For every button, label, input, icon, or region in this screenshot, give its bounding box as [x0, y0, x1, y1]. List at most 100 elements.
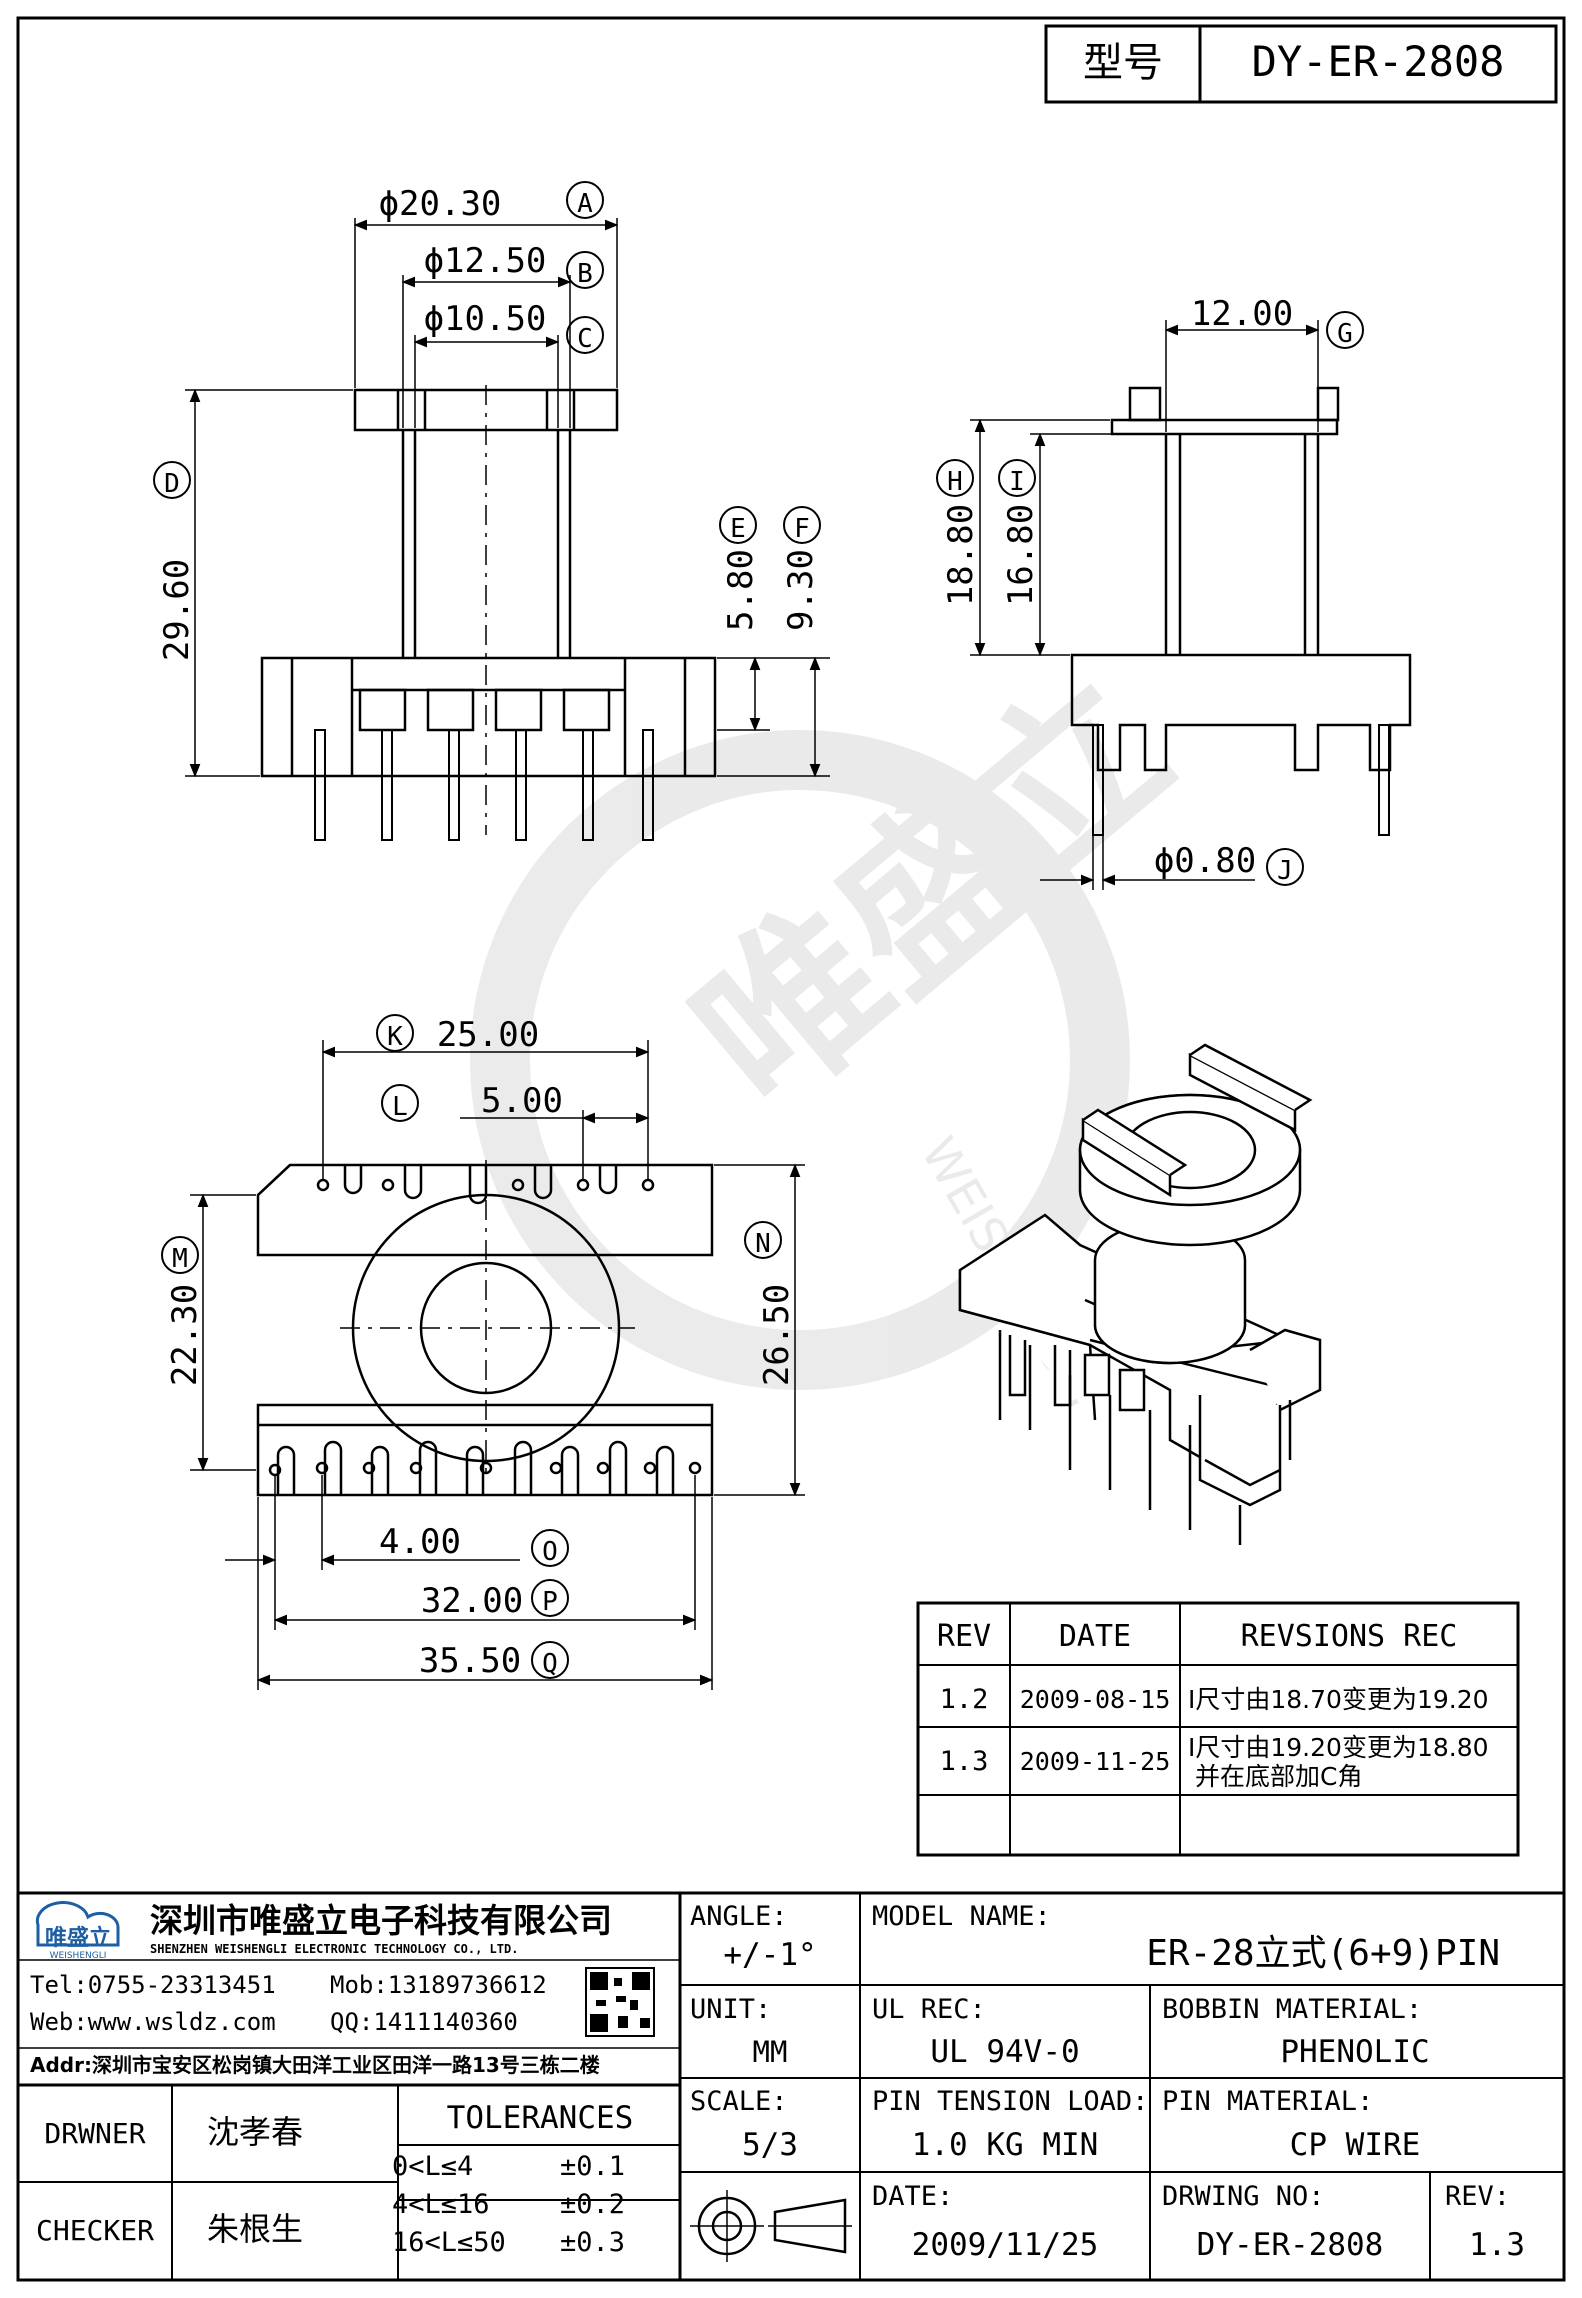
rev-value: 1.3 — [1469, 2227, 1525, 2263]
dim-H-value: 18.80 — [941, 504, 981, 606]
dim-M-value: 22.30 — [165, 1284, 205, 1386]
sheet-border — [16, 16, 1566, 2282]
dim-O-value: 4.00 — [379, 1522, 461, 1562]
dim-F-value: 9.30 — [781, 549, 821, 631]
dim-B-balloon — [566, 251, 604, 289]
company-addr: Addr:深圳市宝安区松岗镇大田洋工业区田洋一路13号三栋二楼 — [30, 2053, 600, 2077]
model-name-value: ER-28立式(6+9)PIN — [1146, 1933, 1500, 1974]
dim-K-letter: K — [387, 1022, 403, 1052]
dim-A-balloon — [566, 181, 604, 219]
dim-I-value: 16.80 — [1001, 504, 1041, 606]
model-header: 型号 DY-ER-2808 — [1044, 24, 1558, 104]
drawing-no-value: DY-ER-2808 — [1197, 2227, 1384, 2263]
ul-label: UL REC: — [872, 1994, 986, 2025]
dim-O-balloon — [531, 1529, 569, 1567]
company-qq: QQ:1411140360 — [330, 2008, 518, 2036]
dim-P-value: 32.00 — [421, 1581, 523, 1621]
dim-G-value: 12.00 — [1191, 294, 1293, 334]
dim-D-value: 29.60 — [157, 559, 197, 661]
dim-D-letter: D — [164, 469, 180, 499]
rev-row-0-rec: I尺寸由18.70变更为19.20 — [1188, 1685, 1489, 1714]
rev-header-date: DATE — [1059, 1619, 1131, 1654]
rev-row-0-date: 2009-08-15 — [1020, 1685, 1171, 1714]
rev-row-1-date: 2009-11-25 — [1020, 1747, 1171, 1776]
dim-Q-value: 35.50 — [419, 1641, 521, 1681]
dim-P-letter: P — [542, 1587, 558, 1617]
dim-I-letter: I — [1009, 467, 1025, 497]
pin-material-value: CP WIRE — [1290, 2127, 1421, 2163]
dim-C-value: ϕ10.50 — [424, 299, 547, 339]
bottom-view — [190, 1040, 805, 1690]
dim-Q-letter: Q — [542, 1649, 558, 1679]
dim-C-balloon — [566, 316, 604, 354]
checker-name: 朱根生 — [207, 2210, 303, 2248]
dim-B-letter: B — [577, 259, 593, 289]
unit-label: UNIT: — [690, 1994, 771, 2025]
company-logo: 唯盛立 WEISHENGLI — [35, 1901, 120, 1961]
bobbin-label: BOBBIN MATERIAL: — [1162, 1994, 1422, 2025]
signature-block: DRWNER 沈孝春 CHECKER 朱根生 TOLERANCES 0<L≤4 … — [36, 2100, 633, 2258]
tol-0-range: 0<L≤4 — [392, 2151, 473, 2182]
rev-row-0-rev: 1.2 — [940, 1684, 989, 1715]
dim-B-value: ϕ12.50 — [424, 241, 547, 281]
dim-L-balloon — [381, 1084, 419, 1122]
dim-M-letter: M — [172, 1244, 188, 1274]
bottom-view-labels: K 25.00 L 5.00 M 22.30 N 26.50 4.00 O 32… — [161, 1014, 797, 1681]
rev-header-rec: REVSIONS REC — [1241, 1619, 1458, 1654]
dim-E-value: 5.80 — [721, 549, 761, 631]
pin-tension-value: 1.0 KG MIN — [912, 2127, 1099, 2163]
dim-K-value: 25.00 — [437, 1015, 539, 1055]
pin-tension-label: PIN TENSION LOAD: — [872, 2086, 1148, 2117]
tol-1-value: ±0.2 — [560, 2189, 625, 2220]
scale-value: 5/3 — [742, 2127, 798, 2163]
side-view-labels: 12.00 G H 18.80 I 16.80 ϕ0.80 J — [936, 294, 1364, 886]
date-label: DATE: — [872, 2181, 953, 2212]
dim-F-letter: F — [794, 514, 810, 544]
angle-label: ANGLE: — [690, 1901, 788, 1932]
dim-Q-balloon — [531, 1641, 569, 1679]
pin-material-label: PIN MATERIAL: — [1162, 2086, 1373, 2117]
rev-row-1-rec-line1: I尺寸由19.20变更为18.80 — [1188, 1733, 1489, 1762]
projection-symbol-icon — [690, 2190, 852, 2262]
scale-label: SCALE: — [690, 2086, 788, 2117]
dim-A-letter: A — [577, 189, 593, 219]
model-name-label: MODEL NAME: — [872, 1901, 1051, 1932]
company-mob: Mob:13189736612 — [330, 1971, 547, 1999]
checker-label: CHECKER — [36, 2214, 154, 2247]
unit-value: MM — [753, 2035, 788, 2069]
logo-text: 唯盛立 — [45, 1925, 111, 1951]
company-info: 唯盛立 WEISHENGLI 深圳市唯盛立电子科技有限公司 SHENZHEN W… — [30, 1901, 655, 2077]
isometric-view — [958, 1043, 1322, 1545]
rev-header-rev: REV — [937, 1619, 991, 1654]
qr-code-icon — [585, 1967, 655, 2037]
dim-G-letter: G — [1337, 319, 1353, 349]
tolerances-label: TOLERANCES — [447, 2100, 634, 2136]
dim-H-letter: H — [947, 467, 963, 497]
dim-N-letter: N — [755, 1229, 771, 1259]
dim-N-value: 26.50 — [757, 1284, 797, 1386]
front-pins — [314, 729, 654, 841]
model-header-label: 型号 — [1083, 40, 1163, 86]
dim-M-balloon — [161, 1236, 199, 1274]
drawing-no-label: DRWING NO: — [1162, 2181, 1325, 2212]
dim-E-letter: E — [730, 514, 746, 544]
dim-L-letter: L — [392, 1092, 408, 1122]
front-view-labels: ϕ20.30 A ϕ12.50 B ϕ10.50 C D 29.60 E 5.8… — [153, 181, 821, 661]
rev-row-1-rev: 1.3 — [940, 1746, 989, 1777]
model-header-value: DY-ER-2808 — [1252, 37, 1505, 86]
date-value: 2009/11/25 — [912, 2227, 1099, 2263]
dim-O-letter: O — [542, 1537, 558, 1567]
tol-1-range: 4<L≤16 — [392, 2189, 490, 2220]
dim-A-value: ϕ20.30 — [379, 184, 502, 224]
spec-block: ANGLE: +/-1° MODEL NAME: ER-28立式(6+9)PIN… — [690, 1901, 1525, 2263]
dim-L-value: 5.00 — [481, 1081, 563, 1121]
front-view — [185, 218, 830, 841]
dim-I-balloon — [998, 459, 1036, 497]
company-name-en: SHENZHEN WEISHENGLI ELECTRONIC TECHNOLOG… — [150, 1942, 518, 1956]
title-block — [18, 1891, 1564, 2280]
company-web: Web:www.wsldz.com — [30, 2008, 276, 2036]
dim-N-balloon — [744, 1221, 782, 1259]
drawer-name: 沈孝春 — [207, 2113, 303, 2151]
dim-F-balloon — [783, 506, 821, 544]
